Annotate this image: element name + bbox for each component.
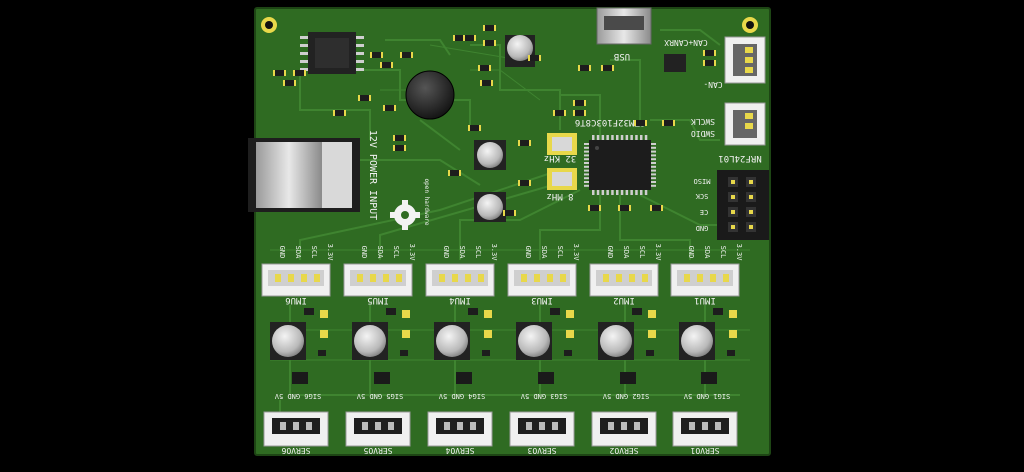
mounting-holes: [261, 17, 758, 33]
servo-section-6: SIG6 GND 5V SERVO6: [263, 308, 329, 455]
imu-pin-label: 3.3V: [654, 244, 662, 262]
can-connector: CAN+CANRX CAN-: [664, 36, 766, 89]
servo-section-3: SIG3 GND 5V SERVO3: [509, 308, 575, 455]
usb-label: USB: [614, 51, 630, 61]
imu-pin-label: 3.3V: [326, 244, 334, 262]
imu-pin-label: 3.3V: [735, 244, 743, 262]
imu-pin-label: SCL: [638, 246, 646, 259]
servo-section-1: SIG1 GND 5V SERVO1: [672, 308, 738, 455]
crystal-8mhz-label: 8 MHz: [546, 191, 573, 201]
imu-label: IMU2: [613, 295, 635, 305]
swdio-label: SWDIO: [691, 129, 715, 138]
servo-pin-label: SIG3 GND 5V: [520, 392, 567, 400]
servo-pin-label: SIG6 GND 5V: [274, 392, 321, 400]
open-hardware-logo: open hardware: [390, 179, 430, 230]
servo-label: SERVO5: [363, 446, 392, 455]
imu-pin-label: SCL: [310, 246, 318, 259]
buzzer: [405, 70, 455, 120]
can-minus-label: CAN-: [703, 80, 722, 89]
imu-pin-label: GND: [606, 246, 614, 259]
imu-connector-4: GND SDA SCL 3.3V IMU4: [425, 244, 498, 305]
imu-label: IMU5: [367, 295, 389, 305]
imu-connector-6: GND SDA SCL 3.3V IMU6: [261, 244, 334, 305]
imu-pin-label: SCL: [392, 246, 400, 259]
nrf24l01-header: NRF24L01 MISO SCK CE GND: [694, 153, 769, 240]
power-jack: 12V POWER INPUT: [248, 130, 378, 220]
imu-label: IMU4: [449, 295, 471, 305]
imu-pin-label: SCL: [474, 246, 482, 259]
imu-connector-row: GND SDA SCL 3.3V IMU6 GND SDA SCL 3.3V IMU5 GND SDA…: [261, 244, 743, 305]
imu-label: IMU1: [694, 295, 716, 305]
imu-pin-label: GND: [360, 246, 368, 259]
usb-connector: USB: [596, 7, 652, 61]
mcu-chip: STM32F103C8T6: [575, 117, 656, 195]
imu-connector-5: GND SDA SCL 3.3V IMU5: [343, 244, 416, 305]
servo-section-5: SIG5 GND 5V SERVO5: [345, 308, 411, 455]
servo-label: SERVO4: [445, 446, 474, 455]
imu-pin-label: GND: [524, 246, 532, 259]
pcb-board: [255, 8, 770, 455]
servo-label: SERVO3: [527, 446, 556, 455]
power-input-label: 12V POWER INPUT: [367, 130, 378, 220]
imu-pin-label: 3.3V: [490, 244, 498, 262]
swd-connector: SWCLK SWDIO: [691, 102, 766, 146]
servo-pin-label: SIG2 GND 5V: [602, 392, 649, 400]
nrf-gnd-label: GND: [696, 224, 709, 232]
servo-pin-label: SIG4 GND 5V: [438, 392, 485, 400]
nrf-miso-label: MISO: [694, 177, 711, 185]
crystals: 32 KHz 8 MHz: [544, 133, 577, 201]
imu-label: IMU3: [531, 295, 553, 305]
imu-pin-label: SDA: [458, 246, 466, 259]
servo-connector-row: SIG6 GND 5V SERVO6 SIG5 GND 5V SERVO5 SIG4 G…: [263, 308, 738, 455]
imu-connector-2: GND SDA SCL 3.3V IMU2: [589, 244, 662, 305]
voltage-regulator-chip: [300, 32, 364, 74]
servo-section-2: SIG2 GND 5V SERVO2: [591, 308, 657, 455]
servo-label: SERVO1: [690, 446, 719, 455]
nrf-label: NRF24L01: [718, 153, 761, 163]
imu-pin-label: SDA: [540, 246, 548, 259]
imu-pin-label: 3.3V: [408, 244, 416, 262]
imu-pin-label: SDA: [622, 246, 630, 259]
imu-pin-label: SDA: [294, 246, 302, 259]
can-transceiver-chip: [664, 54, 686, 72]
tantalum-capacitors: [474, 140, 506, 222]
imu-connector-1: GND SDA SCL 3.3V IMU1: [670, 244, 743, 305]
imu-pin-label: SCL: [556, 246, 564, 259]
mcu-label: STM32F103C8T6: [575, 117, 645, 127]
imu-pin-label: GND: [687, 246, 695, 259]
imu-label: IMU6: [285, 295, 307, 305]
smd-components: [273, 25, 716, 216]
nrf-ce-label: CE: [700, 208, 708, 216]
crystal-32khz-label: 32 KHz: [544, 153, 577, 163]
imu-pin-label: SDA: [376, 246, 384, 259]
servo-label: SERVO6: [281, 446, 310, 455]
oshw-label: open hardware: [423, 179, 430, 226]
nrf-sck-label: SCK: [695, 192, 708, 200]
imu-pin-label: SDA: [703, 246, 711, 259]
imu-connector-3: GND SDA SCL 3.3V IMU3: [507, 244, 580, 305]
imu-pin-label: 3.3V: [572, 244, 580, 262]
swclk-label: SWCLK: [691, 117, 715, 126]
servo-label: SERVO2: [609, 446, 638, 455]
imu-pin-label: SCL: [719, 246, 727, 259]
servo-pin-label: SIG5 GND 5V: [356, 392, 403, 400]
can-rx-label: CAN+CANRX: [664, 38, 708, 47]
servo-pin-label: SIG1 GND 5V: [683, 392, 730, 400]
imu-pin-label: GND: [442, 246, 450, 259]
imu-pin-label: GND: [278, 246, 286, 259]
servo-section-4: SIG4 GND 5V SERVO4: [427, 308, 493, 455]
electrolytic-capacitor-top: [505, 35, 535, 67]
